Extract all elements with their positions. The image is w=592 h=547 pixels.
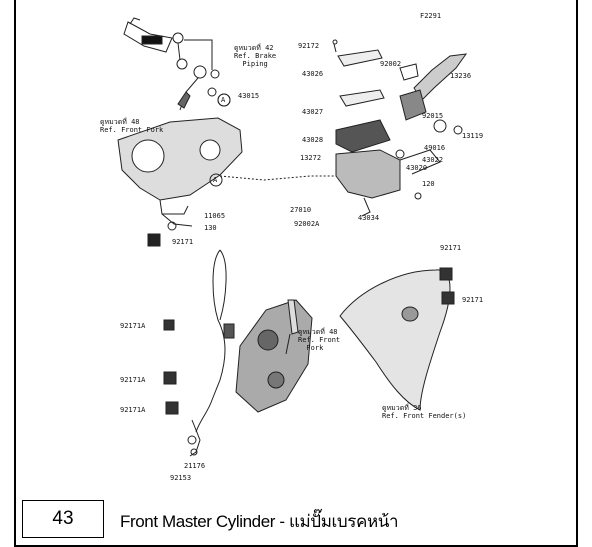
label-92015: 92015 [422,112,444,120]
upper-fork-bracket [117,117,243,231]
clamps-right [439,267,455,305]
label-92002a: 92002A [294,220,320,228]
label-92002: 92002 [380,60,402,68]
label-43028: 43028 [302,136,324,144]
brake-lever [399,53,468,135]
label-ref-brake-piping: ดูหมวดที่ 42 Ref. Brake Piping [234,44,277,68]
label-130: 130 [204,224,217,232]
parts-diagram-drawing: A A [117,17,468,457]
section-title: Front Master Cylinder - แม่ปั๊มเบรคหน้า [120,512,399,531]
brake-caliper [223,299,313,413]
label-92171a-1: 92171A [120,322,146,330]
diagram-code: F2291 [420,12,442,20]
label-11065: 11065 [204,212,226,220]
clamps-left-lower [163,319,179,415]
label-92171-left: 92171 [172,238,194,246]
reservoir-parts [332,39,391,153]
label-120: 120 [422,180,435,188]
brake-hose [187,249,227,457]
brake-pipe-fittings [172,32,231,111]
label-13119: 13119 [462,132,484,140]
frame-bottom-border [14,545,578,547]
label-27010: 27010 [290,206,312,214]
label-43022: 43022 [422,156,444,164]
label-92171a-3: 92171A [120,406,146,414]
label-ref-front-fender: ดูหมวดที่ 36 Ref. Front Fender(s) [382,404,467,420]
section-number: 43 [52,508,74,529]
label-92171-right-top: 92171 [440,244,462,252]
label-49016: 49016 [424,144,446,152]
label-92153: 92153 [170,474,192,482]
label-43020: 43020 [406,164,428,172]
frame-left-border [14,0,16,547]
label-ref-front-fork-upper: ดูหมวดที่ 48 Ref. Front Fork [100,118,164,134]
section-number-box: 43 [22,500,104,538]
circle-a-markers [209,93,231,187]
clamp-92171-left [147,233,161,247]
label-ref-front-fork-lower: ดูหมวดที่ 48 Ref. Front Fork [298,328,341,352]
front-fender [339,269,451,411]
label-13272: 13272 [300,154,322,162]
label-43015: 43015 [238,92,260,100]
label-43026: 43026 [302,70,324,78]
master-cylinder-body [219,149,441,217]
label-92172: 92172 [298,42,320,50]
marker-a-top: A [221,96,226,104]
label-13236: 13236 [450,72,472,80]
front-direction-icon [123,17,173,53]
parts-diagram: A A F2291 ดูหมวดที่ 42 Ref. Brake Piping… [100,0,500,482]
label-92171-right: 92171 [462,296,484,304]
label-43027: 43027 [302,108,324,116]
marker-a-mid: A [213,176,218,184]
frame-right-border [576,0,578,547]
label-43034: 43034 [358,214,380,222]
label-92171a-2: 92171A [120,376,146,384]
label-21176: 21176 [184,462,206,470]
